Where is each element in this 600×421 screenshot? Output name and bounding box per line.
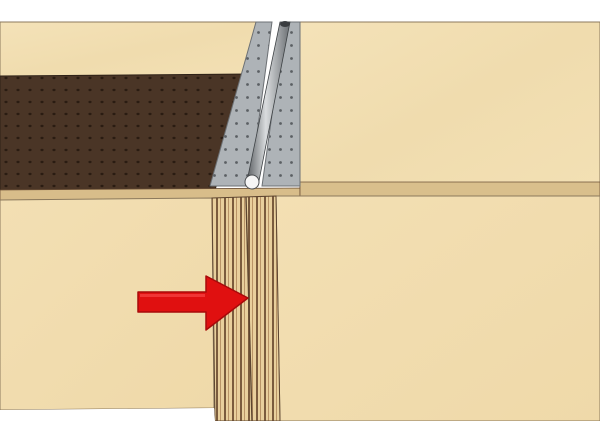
right-panel-edge (299, 181, 600, 197)
pegboard (0, 73, 251, 193)
hinge-right-leaf (261, 21, 301, 187)
upper-right-panel (299, 21, 600, 191)
upper-left-panel (0, 21, 271, 81)
lower-right-panel (275, 195, 600, 421)
end-grain-seam (245, 196, 253, 421)
plywood-end-grain (211, 195, 281, 421)
hinge-barrel-end (244, 174, 260, 190)
callout-arrow-icon (137, 275, 249, 331)
lower-left-gap (0, 408, 215, 421)
hinge-barrel-top (280, 21, 290, 27)
